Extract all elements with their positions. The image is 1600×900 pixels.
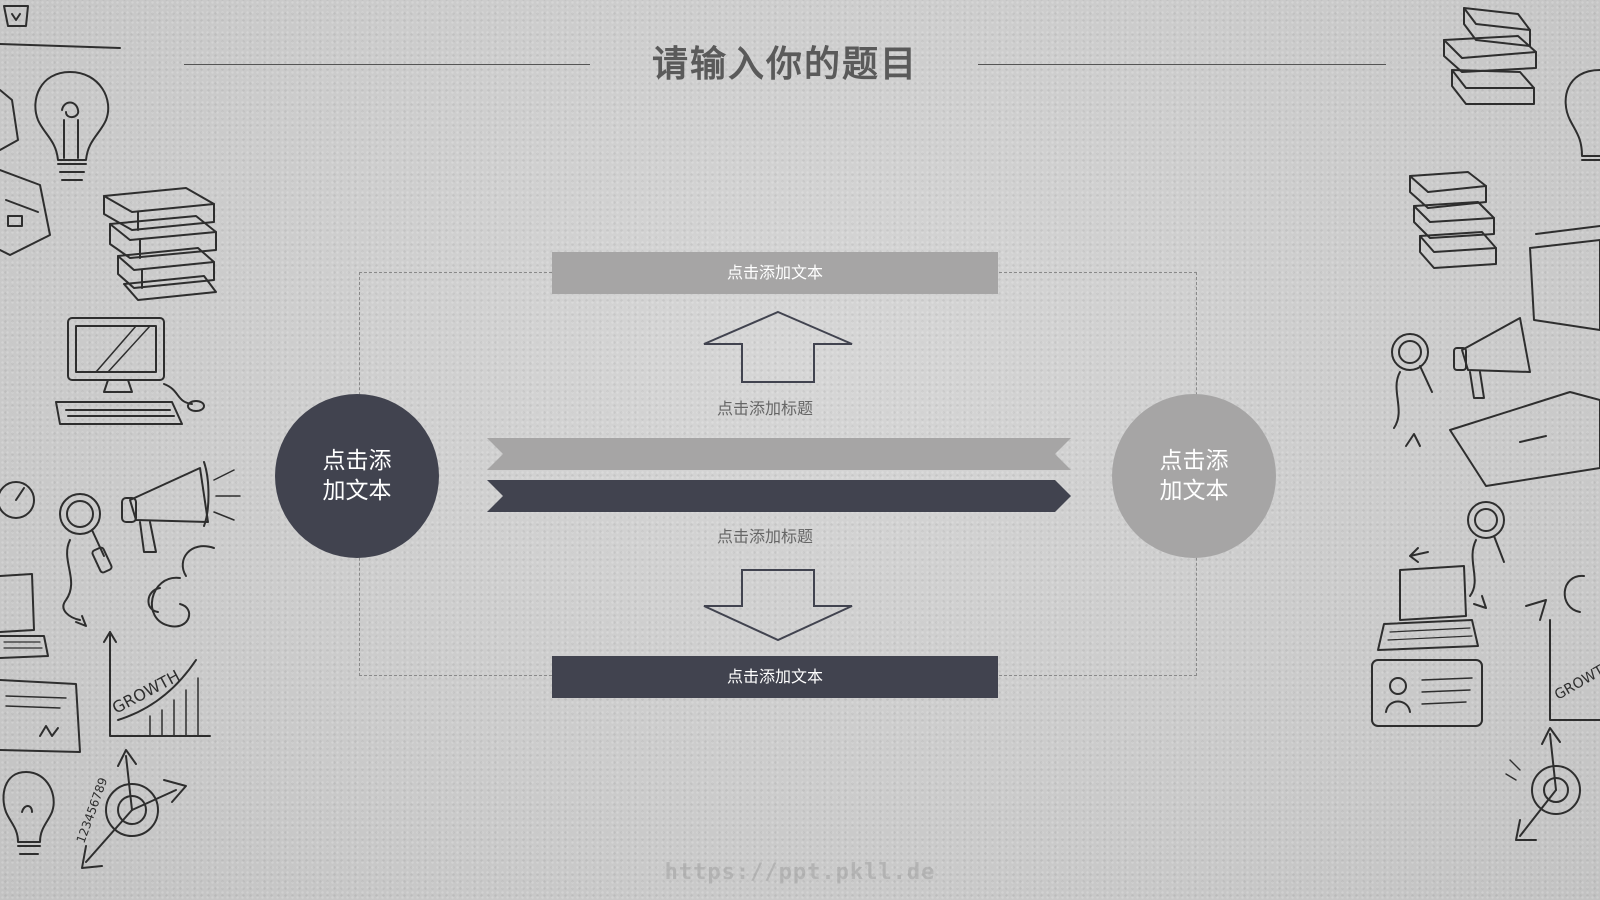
books-middle-icon [1409, 171, 1600, 331]
light-ribbon [487, 438, 1071, 470]
arrow-down-outline-icon [703, 569, 853, 642]
title-rule-right [978, 64, 1386, 65]
bottom-text-box[interactable]: 点击添加文本 [552, 656, 998, 698]
books-top-icon [1443, 7, 1537, 105]
right-doodle-illustrations: GROWTH [1371, 7, 1600, 841]
megaphone-right-icon [1453, 317, 1531, 399]
target-arrows-icon: 123456789 [74, 749, 187, 869]
megaphone-icon [121, 461, 241, 553]
light-bulb-bottom-icon [2, 771, 55, 855]
id-card-icon [1371, 659, 1483, 727]
computer-icon [55, 317, 205, 425]
note-card-icon [0, 679, 81, 753]
right-circle[interactable]: 点击添加文本 [1112, 394, 1276, 558]
numbers-text: 123456789 [74, 776, 111, 845]
growth-text-left: GROWTH [109, 666, 183, 717]
right-circle-text: 点击添加文本 [1159, 448, 1229, 504]
trophy-icon [0, 5, 121, 49]
light-bulb-right-icon [1564, 69, 1600, 161]
swirl-icon [147, 545, 215, 628]
watermark: https://ppt.pkll.de [664, 860, 936, 885]
top-text-box[interactable]: 点击添加文本 [552, 252, 998, 294]
tablet-icon [1449, 391, 1600, 487]
magnifier-icon [59, 493, 113, 627]
books-icon [103, 187, 217, 301]
laptop-right-icon [1377, 547, 1479, 651]
light-bulb-icon [34, 71, 110, 181]
upper-subtitle[interactable]: 点击添加标题 [716, 399, 813, 418]
target-right-icon [1505, 727, 1581, 841]
magnifier-right-icon [1391, 333, 1433, 447]
lower-subtitle[interactable]: 点击添加标题 [716, 527, 813, 546]
clock-icon [0, 481, 35, 519]
left-circle-text: 点击添加文本 [322, 448, 392, 504]
laptop-icon [0, 573, 49, 659]
dark-ribbon [487, 480, 1071, 512]
magnifier-second-icon [1467, 501, 1505, 609]
card-icon [0, 89, 51, 256]
left-doodle-illustrations: GROWTH 123456789 [0, 5, 241, 869]
title-rule-left [184, 64, 590, 65]
growth-chart-icon: GROWTH [103, 631, 211, 737]
swirl-right-icon: GROWTH [1525, 574, 1600, 721]
title-area: 请输入你的题目 [0, 40, 1600, 90]
slide-title[interactable]: 请输入你的题目 [651, 44, 918, 85]
arrow-up-outline-icon [703, 310, 853, 383]
left-circle[interactable]: 点击添加文本 [275, 394, 439, 558]
growth-text-right: GROWTH [1552, 657, 1600, 703]
